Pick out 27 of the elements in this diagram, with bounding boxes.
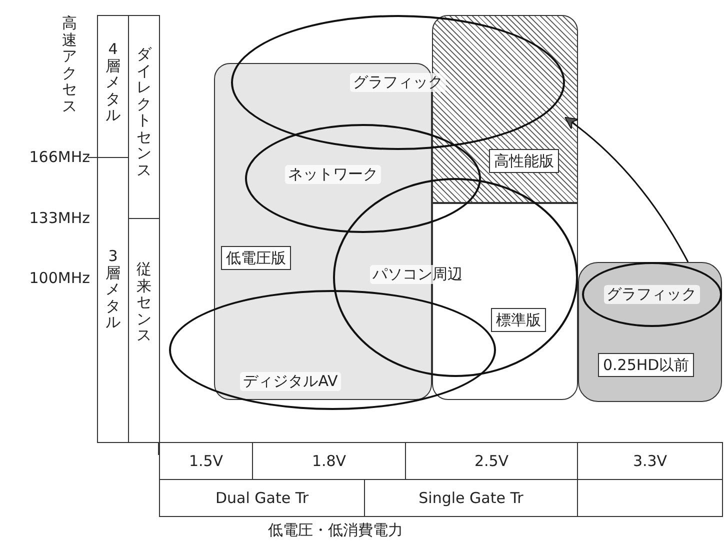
frequency-tick-label: 166MHz: [28, 148, 90, 166]
topic-label: グラフィック: [350, 73, 446, 92]
topic-label: ネットワーク: [285, 165, 381, 184]
region-label: 0.25HD以前: [598, 353, 694, 377]
frequency-tick-label: 133MHz: [28, 209, 90, 227]
table-cell: 従来センス: [128, 218, 160, 443]
frequency-tick-label: 100MHz: [28, 269, 90, 287]
axis-caption: 低電圧・低消費電力: [268, 521, 403, 540]
table-cell: 1.5V: [159, 442, 253, 480]
table-cell: 4層メタル: [97, 15, 129, 158]
table-cell: ダイレクトセンス: [128, 15, 160, 219]
product-region: [432, 203, 578, 400]
topic-ellipse: [169, 290, 496, 410]
region-label: 標準版: [491, 308, 546, 332]
product-region: [578, 262, 722, 402]
table-cell: 3層メタル: [97, 157, 129, 443]
axis-label: 高速アクセス: [62, 15, 77, 114]
arrow: [564, 116, 689, 262]
region-label: 高性能版: [489, 149, 559, 173]
topic-ellipse: [245, 124, 481, 233]
topic-label: グラフィック: [604, 284, 700, 304]
topic-label: ディジタルAV: [240, 372, 341, 390]
region-label: 低電圧版: [221, 246, 291, 270]
topic-ellipse: [231, 15, 565, 150]
table-cell: Dual Gate Tr: [159, 479, 365, 517]
table-cell: 3.3V: [577, 442, 723, 480]
topic-ellipse: [582, 262, 722, 326]
